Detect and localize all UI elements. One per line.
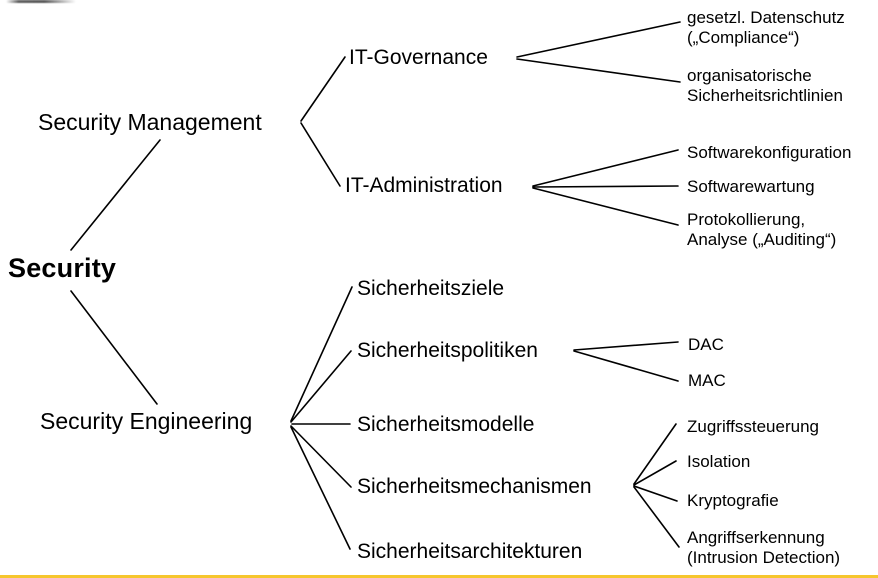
edge-governance-to-datenschutz (516, 21, 681, 58)
node-security-management: Security Management (38, 109, 262, 135)
edge-mechanismen-to-angriffserkennung (633, 486, 680, 548)
edge-management-to-it-administration (300, 122, 341, 187)
node-sicherheitsziele: Sicherheitsziele (357, 277, 505, 300)
edge-management-to-it-governance (300, 56, 346, 122)
node-it-governance: IT-Governance (349, 46, 488, 69)
edge-administration-to-protokollierung (532, 187, 679, 226)
leaf-protokollierung-auditing: Protokollierung, Analyse („Auditing“) (687, 210, 837, 249)
leaf-kryptografie: Kryptografie (687, 491, 779, 510)
bottom-gold-rule (0, 575, 878, 578)
edge-security-to-management (70, 139, 161, 251)
top-left-smudge-artifact (6, 0, 76, 3)
leaf-isolation: Isolation (687, 452, 751, 471)
node-sicherheitsarchitekturen: Sicherheitsarchitekturen (357, 540, 583, 563)
node-security: Security (8, 253, 117, 283)
edge-politiken-to-mac (573, 350, 679, 382)
edge-administration-to-softwarewartung (532, 185, 679, 188)
leaf-zugriffssteuerung: Zugriffssteuerung (687, 417, 819, 436)
edge-mechanismen-to-kryptografie (633, 485, 678, 502)
leaf-gesetzl-datenschutz: gesetzl. Datenschutz („Compliance“) (687, 8, 845, 47)
leaf-softwarewartung: Softwarewartung (687, 177, 815, 196)
edge-engineering-to-ziele (290, 286, 353, 422)
edge-security-to-engineering (70, 290, 158, 405)
edge-administration-to-softwarekonfiguration (532, 149, 679, 187)
node-sicherheitsmechanismen: Sicherheitsmechanismen (357, 475, 592, 498)
leaf-angriffserkennung: Angriffserkennung (Intrusion Detection) (687, 528, 841, 567)
node-security-engineering: Security Engineering (40, 408, 253, 434)
edge-mechanismen-to-zugriffssteuerung (633, 423, 677, 485)
leaf-dac: DAC (688, 335, 724, 354)
node-sicherheitspolitiken: Sicherheitspolitiken (357, 339, 538, 362)
edge-governance-to-richtlinien (516, 58, 681, 83)
edge-engineering-to-politiken (290, 350, 352, 423)
edge-politiken-to-dac (573, 341, 679, 351)
node-it-administration: IT-Administration (345, 174, 503, 197)
leaf-organisatorische-richtlinien: organisatorische Sicherheitsrichtlinien (687, 66, 843, 105)
edge-engineering-to-mechanismen (290, 425, 352, 488)
edge-mechanismen-to-isolation (633, 460, 677, 486)
leaf-mac: MAC (688, 371, 726, 390)
leaf-softwarekonfiguration: Softwarekonfiguration (687, 143, 852, 162)
node-sicherheitsmodelle: Sicherheitsmodelle (357, 413, 535, 436)
edge-engineering-to-architekturen (290, 426, 351, 550)
